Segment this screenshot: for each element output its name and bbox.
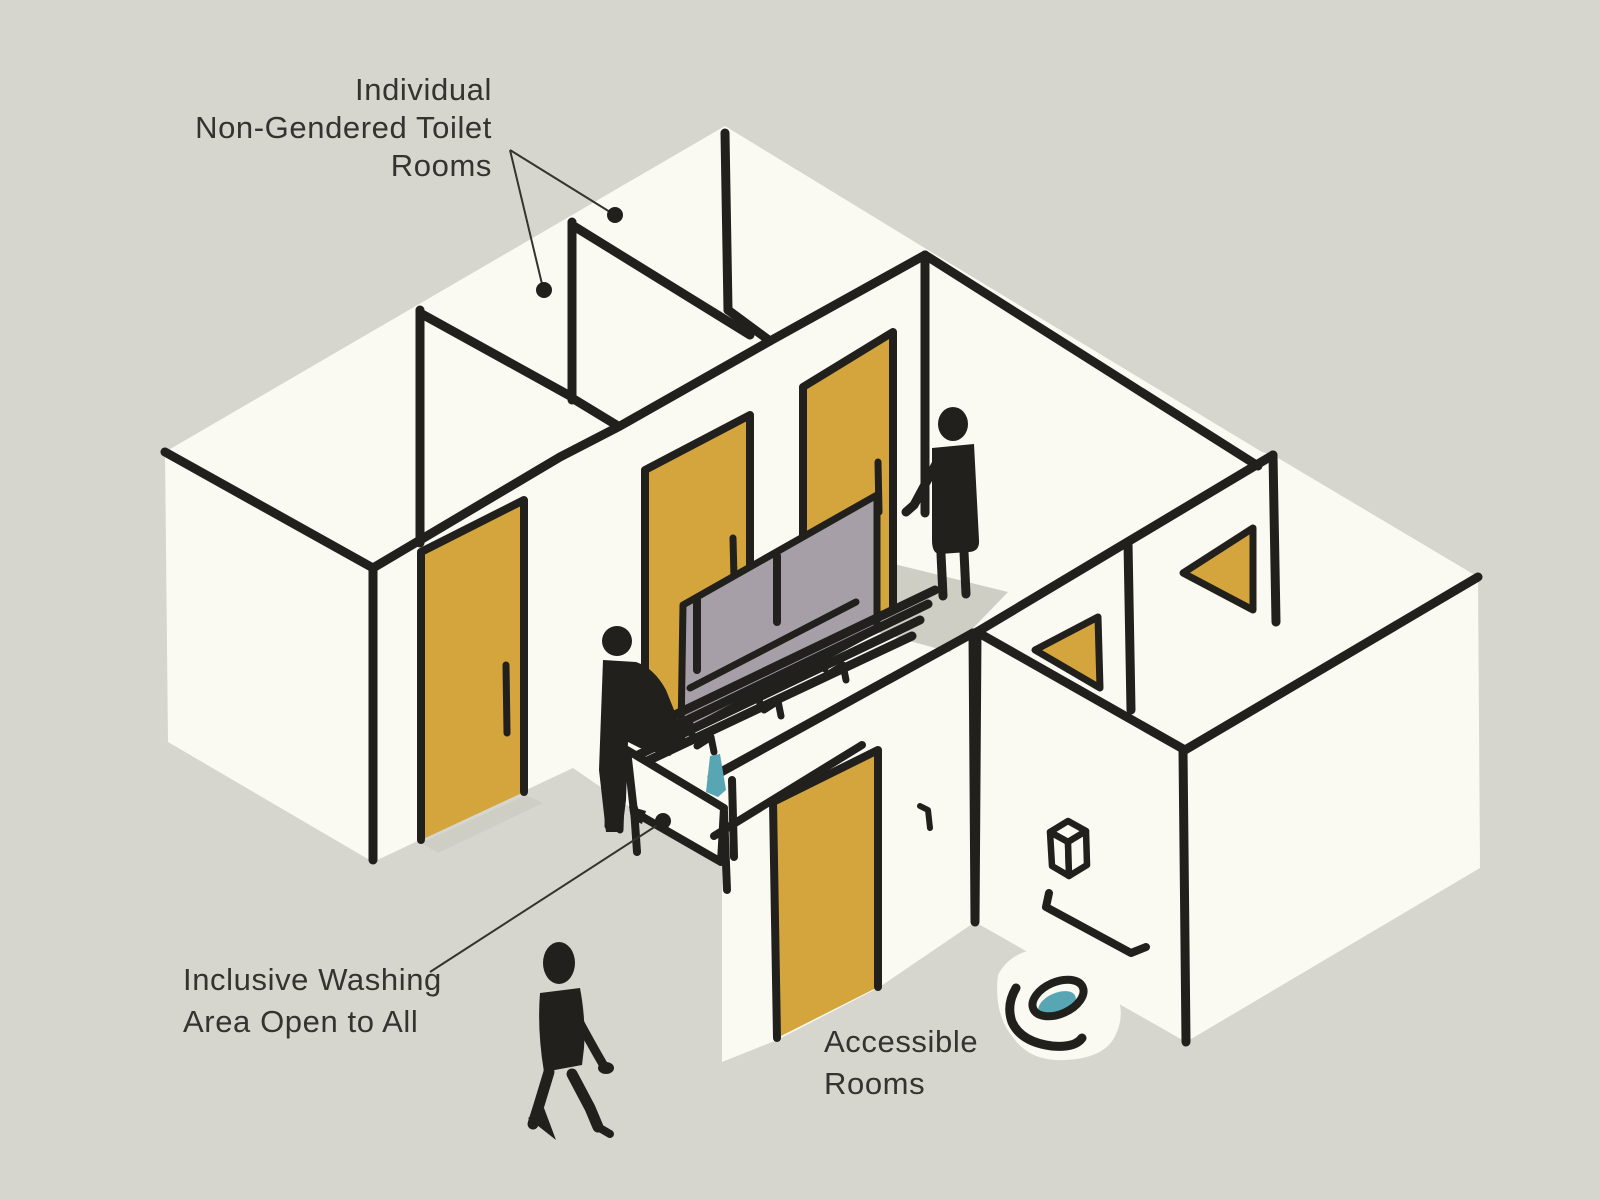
leader-washing-area (429, 823, 660, 973)
faucet-3 (739, 685, 764, 708)
counter-rail-2 (643, 599, 933, 744)
figure-standing-head (938, 407, 968, 441)
mirror-bottom-trim (686, 598, 860, 692)
label-toilet-rooms-line2: Non-Gendered Toilet (195, 110, 492, 145)
partition-1-top-edge (415, 308, 577, 402)
leader-dot-toilet-rooms-a (607, 207, 623, 223)
label-toilet-rooms-line3: Rooms (391, 148, 492, 183)
counter-legs (630, 741, 866, 894)
accessible-left-wall-post (970, 627, 982, 927)
door-middle-frame (641, 411, 754, 746)
towel-dispenser (1046, 817, 1091, 880)
accessible-door (773, 750, 878, 1038)
figure-washing-legs (604, 758, 626, 834)
label-accessible-rooms-line1: Accessible (824, 1024, 978, 1059)
figure-walking (527, 942, 614, 1140)
figure-standing-legs (936, 547, 971, 601)
door-middle-handle (729, 534, 738, 582)
back-corner-connector (723, 305, 775, 346)
back-block-walls (160, 128, 1263, 865)
faucet-2 (693, 733, 718, 756)
figure-standing (901, 407, 980, 601)
label-washing-area-line1: Inclusive Washing (183, 962, 442, 997)
faucet-4 (760, 697, 785, 720)
figure-walking-body (539, 988, 585, 1072)
figure-walking-foot-right (594, 1123, 614, 1138)
people (527, 407, 980, 1140)
accessible-wall-top-edge (707, 628, 978, 782)
wash-counter (619, 585, 940, 894)
door-right-frame (799, 328, 897, 664)
figure-standing-body (932, 444, 980, 554)
partition-2-top-edge (567, 220, 755, 340)
label-accessible-rooms-line2: Rooms (824, 1066, 925, 1101)
soap-dispenser-mark (629, 806, 646, 824)
fixtures (997, 817, 1150, 1061)
figure-washing-head (602, 626, 632, 656)
counter-leg-3 (728, 776, 738, 861)
accessible-door-handle (917, 803, 933, 831)
leader-dot-washing-area (655, 813, 671, 829)
door-left-floor-shadow (421, 795, 543, 853)
middle-wall-ridge (920, 250, 1263, 471)
leader-toilet-rooms-b (509, 149, 543, 285)
counter-shelf-rail (710, 741, 866, 840)
left-wall-top-edge (160, 447, 378, 573)
toilet-seat (1028, 975, 1088, 1021)
figure-washing (599, 626, 686, 834)
accessible-front-corner-post (1178, 745, 1191, 1047)
accessible-block-walls (970, 450, 1483, 1047)
grab-bar (1042, 889, 1150, 957)
figure-walking-arm (569, 1007, 609, 1071)
back-corner-post (720, 128, 733, 315)
partition-1-connector (567, 393, 623, 431)
faucet-6 (825, 661, 850, 684)
dispenser-right-face (1064, 827, 1091, 880)
label-toilet-rooms-line1: Individual (355, 72, 492, 107)
accessible-door-2 (1031, 613, 1104, 692)
door-left (421, 500, 524, 840)
accessible-block (970, 450, 1483, 1047)
labels: Individual Non-Gendered Toilet Rooms Inc… (183, 72, 978, 1101)
figure-standing-arm (901, 459, 941, 517)
counter-end-face (623, 746, 728, 866)
figure-walking-hand (598, 1062, 614, 1074)
toilet-rim-arc (1005, 983, 1087, 1051)
door-left-frame (417, 496, 528, 844)
accessible-door-3 (1179, 524, 1257, 614)
leader-toilet-rooms-a (509, 149, 611, 213)
accessible-door-frame (769, 746, 882, 1042)
accessible-partition-post (1123, 538, 1136, 715)
accessible-right-wall-top-edge (1180, 572, 1483, 755)
figure-walking-foot-left (528, 1108, 556, 1140)
faucet-5 (804, 650, 829, 673)
accessible-block-corner-post (1268, 450, 1281, 627)
counter-rail-1 (655, 585, 940, 727)
figure-walking-head (543, 942, 575, 984)
callouts (429, 149, 671, 973)
running-water (706, 754, 726, 797)
accessible-left-wall-top-edge (972, 627, 1190, 755)
door-left-handle (502, 661, 511, 737)
label-washing-area-line2: Area Open to All (183, 1004, 418, 1039)
leader-dot-toilet-rooms-b (536, 282, 552, 298)
